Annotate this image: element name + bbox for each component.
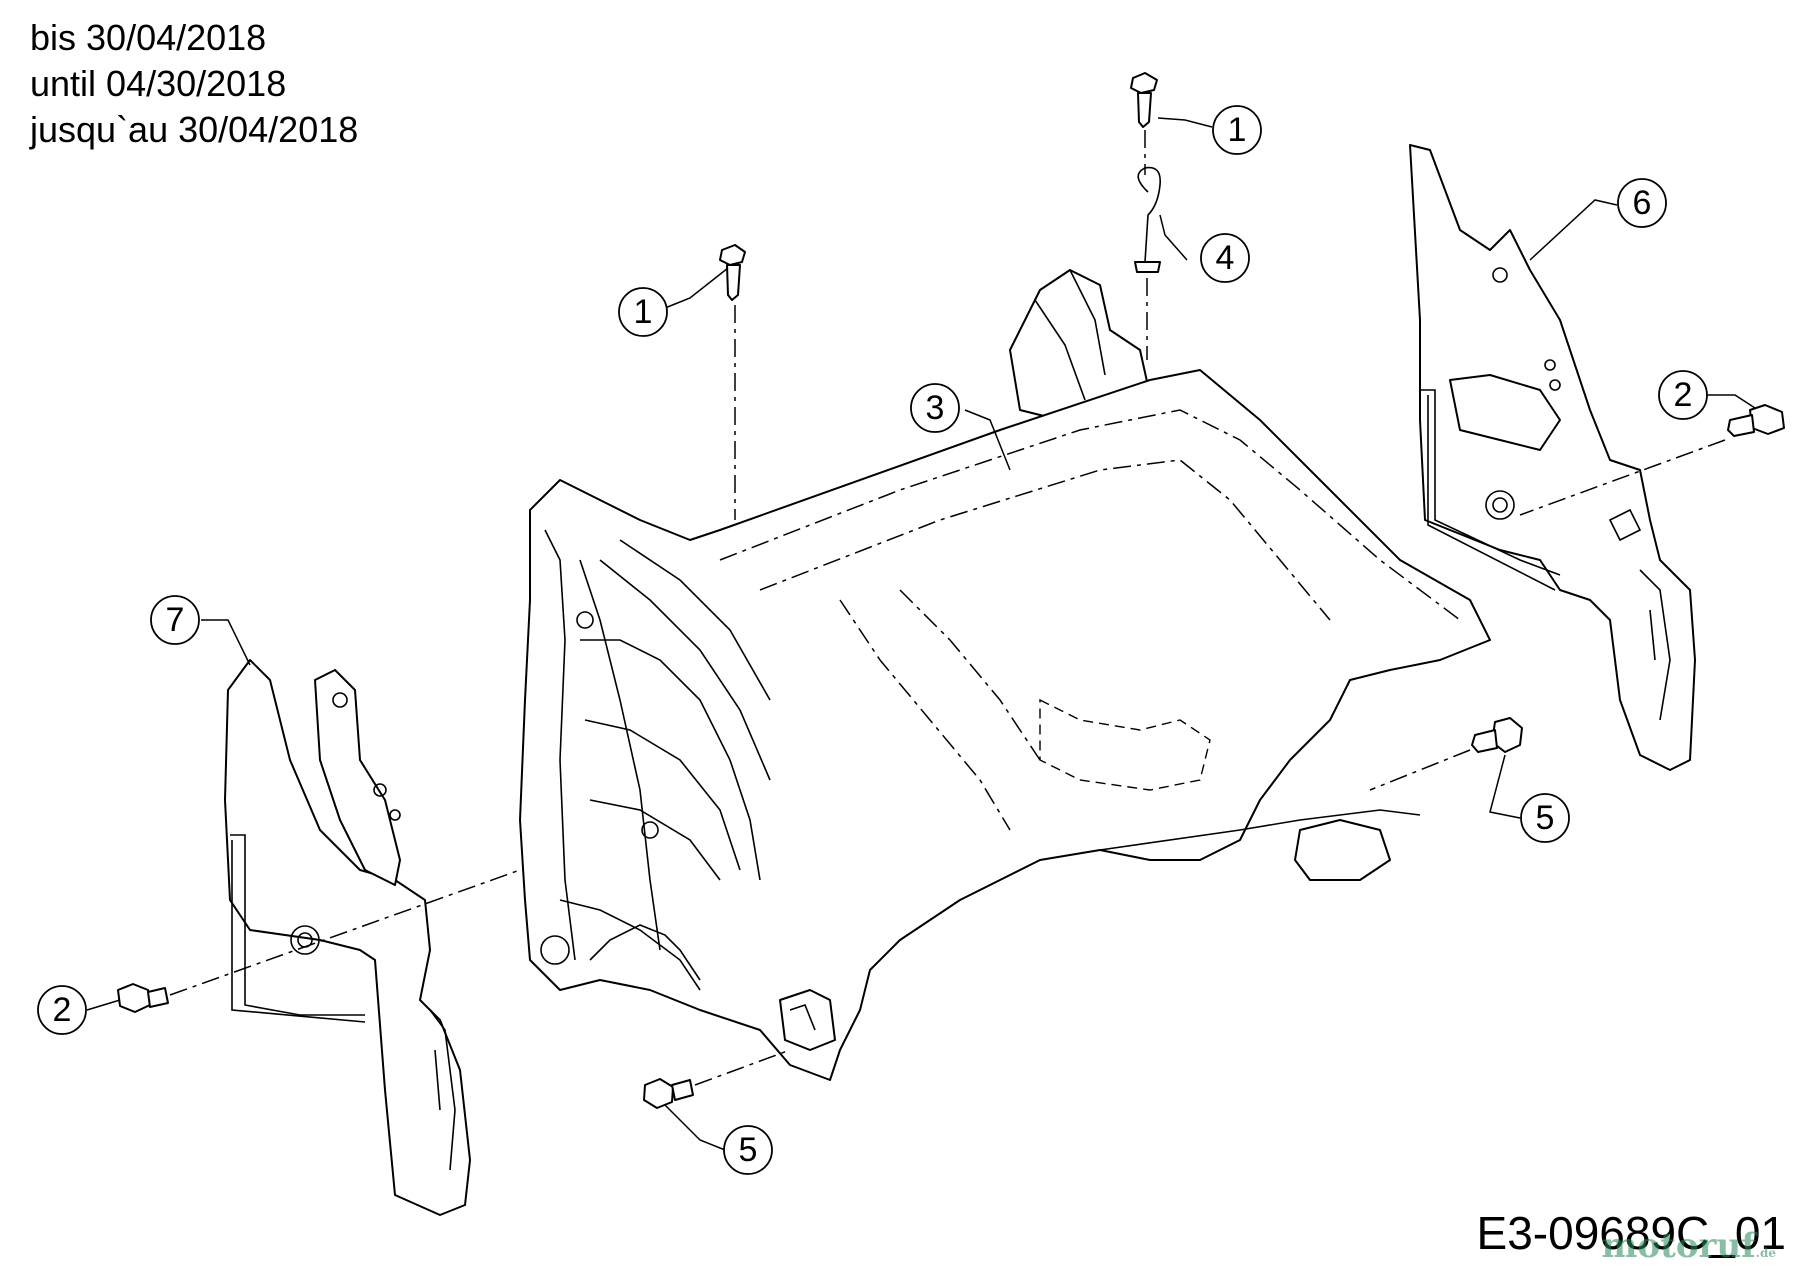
callout-4: 4 bbox=[1200, 233, 1250, 283]
callout-5-right: 5 bbox=[1520, 793, 1570, 843]
callout-5-bottom: 5 bbox=[723, 1125, 773, 1175]
watermark-suffix: .de bbox=[1755, 1246, 1776, 1260]
part-3-housing bbox=[519, 269, 1491, 1081]
validity-date-en: until 04/30/2018 bbox=[30, 63, 287, 104]
callout-1-top: 1 bbox=[1212, 105, 1262, 155]
svg-text:3: 3 bbox=[926, 389, 945, 427]
svg-text:1: 1 bbox=[1228, 111, 1247, 149]
bolt-1-left bbox=[719, 244, 746, 520]
callout-2-left: 2 bbox=[37, 985, 87, 1035]
watermark-logo: motoruf.de bbox=[1602, 1226, 1777, 1266]
callout-1-left: 1 bbox=[618, 287, 668, 337]
bolt-1-top bbox=[1130, 72, 1158, 175]
validity-date-de: bis 30/04/2018 bbox=[30, 17, 267, 58]
pin-4 bbox=[1134, 166, 1162, 360]
watermark-text: motoruf bbox=[1601, 1226, 1756, 1266]
bolt-2-right bbox=[1519, 404, 1785, 516]
svg-text:7: 7 bbox=[166, 601, 185, 639]
drawing-code: E3-09689C_01 bbox=[1476, 1207, 1786, 1259]
svg-text:4: 4 bbox=[1216, 239, 1235, 277]
bolt-2-left bbox=[117, 869, 521, 1013]
svg-text:1: 1 bbox=[634, 293, 653, 331]
part-7-left-plate bbox=[224, 659, 471, 1216]
validity-date-fr: jusqu`au 30/04/2018 bbox=[30, 109, 359, 150]
svg-text:5: 5 bbox=[1536, 799, 1555, 837]
callout-2-right: 2 bbox=[1658, 370, 1708, 420]
bolt-5-bottom bbox=[643, 1049, 791, 1109]
svg-text:5: 5 bbox=[739, 1131, 758, 1169]
part-6-right-plate bbox=[1409, 144, 1696, 771]
svg-text:2: 2 bbox=[1674, 376, 1693, 414]
svg-text:2: 2 bbox=[53, 991, 72, 1029]
callout-6: 6 bbox=[1617, 178, 1667, 228]
callout-3: 3 bbox=[910, 383, 960, 433]
callout-7: 7 bbox=[150, 595, 200, 645]
bolt-5-right bbox=[1369, 717, 1523, 791]
svg-text:6: 6 bbox=[1633, 184, 1652, 222]
